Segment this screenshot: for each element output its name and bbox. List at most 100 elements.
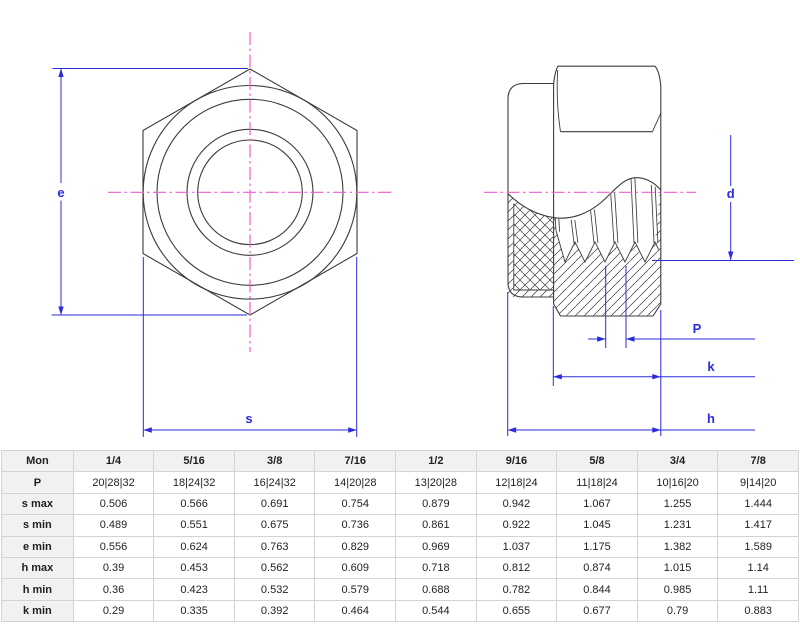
value-cell: 11|18|24 [556,471,638,494]
value-cell: 0.736 [314,514,397,537]
value-cell: 1.11 [717,578,799,601]
thread-profile-zigzag [555,230,660,264]
value-cell: 0.754 [314,492,397,516]
value-cell: 0.861 [395,514,477,537]
value-cell: 0.763 [233,535,316,558]
arrow-k-left [553,374,562,380]
value-cell: 0.829 [314,535,397,558]
value-cell: 13|20|28 [395,471,477,494]
dimensions [51,68,794,437]
value-cell: 1.015 [636,556,719,580]
nylon-collar-outline [507,82,554,298]
value-cell: 16|24|32 [233,471,316,494]
value-cell: 0.544 [395,599,477,623]
value-cell: 0.609 [314,556,397,580]
value-cell: 0.812 [475,556,558,580]
value-cell: 0.423 [153,578,235,601]
value-cell: 0.566 [153,492,235,516]
arrow-e-up [58,68,64,77]
value-cell: 1.037 [475,535,558,558]
column-header: 9/16 [475,449,558,473]
dim-label-k: k [707,359,715,374]
value-cell: 0.506 [72,492,155,516]
value-cell: 0.844 [556,578,638,601]
value-cell: 0.883 [717,599,799,623]
value-cell: 12|18|24 [475,471,558,494]
technical-drawing: e s d P k h [51,32,794,437]
dim-e-extension-lines [51,68,248,316]
arrow-k-right [652,374,661,380]
value-cell: 9|14|20 [717,471,799,494]
dim-label-d: d [727,186,735,201]
chamfer-curve-left [556,69,561,132]
collar-rim-hatch [513,290,554,297]
value-cell: 0.675 [233,514,316,537]
row-label: h min [1,578,74,601]
dim-label-e: e [57,185,64,200]
value-cell: 0.392 [233,599,316,623]
dim-p-extension-lines [605,266,627,348]
column-header: 3/4 [636,449,719,473]
value-cell: 0.29 [72,599,155,623]
value-cell: 20|28|32 [72,471,155,494]
value-cell: 0.691 [233,492,316,516]
column-header: 5/8 [556,449,638,473]
dim-label-s: s [245,411,252,426]
chamfer-curve-right [652,112,662,132]
value-cell: 1.417 [717,514,799,537]
corner-header: Mon [1,449,74,473]
row-label: s min [1,514,74,537]
value-cell: 1.382 [636,535,719,558]
value-cell: 0.453 [153,556,235,580]
value-cell: 18|24|32 [153,471,235,494]
column-header: 1/4 [72,449,155,473]
value-cell: 0.335 [153,599,235,623]
value-cell: 0.677 [556,599,638,623]
value-cell: 1.255 [636,492,719,516]
arrow-h-right [652,427,661,433]
arrow-h-left [507,427,517,433]
break-wave-line [507,177,662,219]
column-header: 7/16 [314,449,397,473]
value-cell: 0.79 [636,599,719,623]
value-cell: 0.532 [233,578,316,601]
value-cell: 0.551 [153,514,235,537]
break-line-mask [507,58,661,219]
value-cell: 0.655 [475,599,558,623]
centerlines [108,32,696,352]
dim-label-p: P [693,321,702,336]
value-cell: 1.175 [556,535,638,558]
dim-s-extension-lines [142,257,358,437]
arrow-s-right [348,427,357,433]
value-cell: 0.36 [72,578,155,601]
row-label: s max [1,492,74,516]
nylon-insert-outline [513,203,554,291]
value-cell: 0.688 [395,578,477,601]
dim-label-h: h [707,411,715,426]
arrow-e-down [58,306,64,315]
dim-h-extension-lines [507,292,662,436]
arrow-s-left [143,427,152,433]
value-cell: 0.969 [395,535,477,558]
value-cell: 0.879 [395,492,477,516]
collar-wall-hatch [508,196,514,297]
dimension-arrows [58,68,734,433]
arrow-d-down [728,251,734,260]
value-cell: 0.489 [72,514,155,537]
value-cell: 1.045 [556,514,638,537]
hex-body-outline [553,65,662,317]
value-cell: 0.556 [72,535,155,558]
row-label: h max [1,556,74,580]
value-cell: 10|16|20 [636,471,719,494]
value-cell: 1.589 [717,535,799,558]
arrow-p-right [597,336,606,342]
